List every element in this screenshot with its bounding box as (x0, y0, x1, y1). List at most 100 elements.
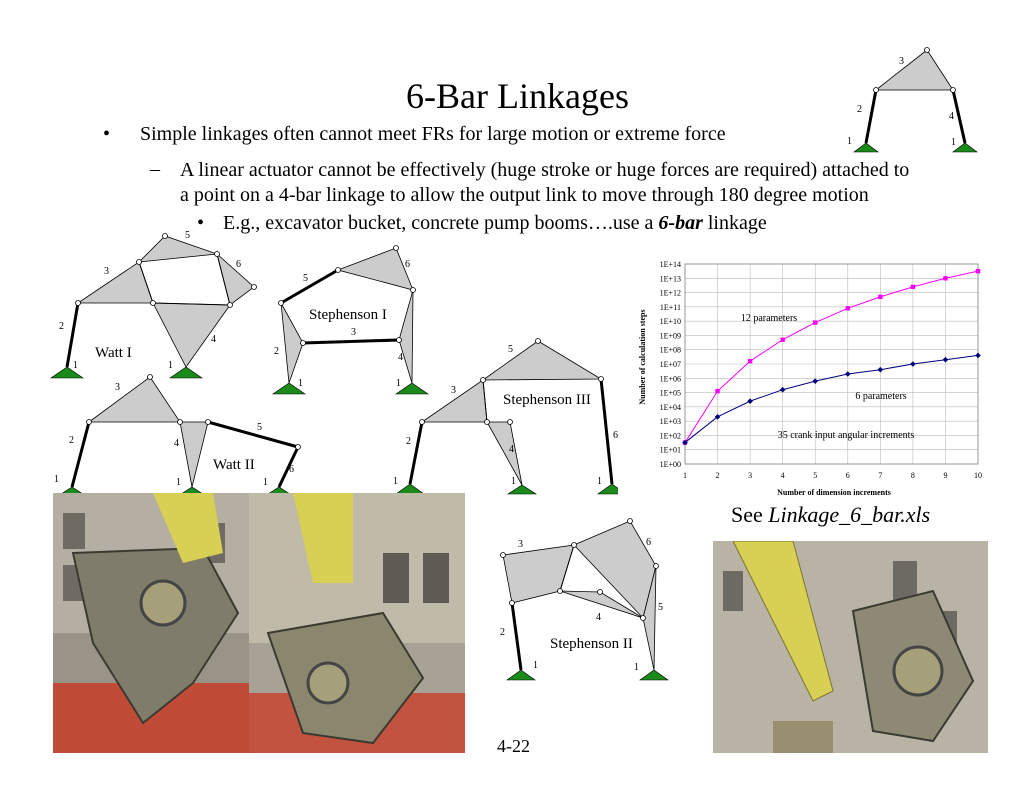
ground-icon (395, 382, 429, 395)
series-label-12: 12 parameters (741, 313, 797, 324)
link-number: 6 (405, 259, 410, 270)
data-point (779, 386, 786, 393)
link-6-triangle (336, 247, 414, 291)
link-number: 1 (298, 378, 303, 389)
data-point (845, 306, 850, 311)
x-tick-label: 1 (683, 471, 687, 480)
link-3-triangle (76, 261, 154, 304)
link-number: 1 (73, 360, 78, 371)
y-tick-label: 1E+03 (660, 417, 681, 426)
stephenson-3-caption: Stephenson III (503, 392, 591, 408)
link-2-triangle (280, 302, 304, 384)
data-point (910, 284, 916, 290)
link-4-triangle (152, 302, 231, 368)
link-number: 1 (597, 476, 602, 487)
link-4-triangle (398, 289, 414, 384)
link-number: 5 (508, 344, 513, 355)
y-tick-label: 1E+01 (660, 446, 681, 455)
link-5-triangle (642, 565, 657, 671)
link-number: 2 (857, 104, 862, 115)
bullet-1: • Simple linkages often cannot meet FRs … (103, 123, 726, 146)
y-tick-label: 1E+02 (660, 431, 681, 440)
link-number: 4 (398, 352, 403, 363)
y-tick-label: 1E+10 (660, 317, 681, 326)
link-number: 1 (396, 378, 401, 389)
data-point (877, 366, 884, 373)
data-point (942, 356, 949, 363)
bullet-3-emphasis: 6-bar (658, 212, 703, 234)
chart-background (618, 252, 992, 498)
data-point (844, 371, 851, 377)
ground-icon (506, 669, 536, 681)
x-tick-label: 7 (878, 471, 882, 480)
x-tick-label: 4 (781, 471, 785, 480)
bullet-2-line2: a point on a 4-bar linkage to allow the … (180, 184, 869, 206)
link-number: 6 (289, 464, 294, 475)
bullet-marker: • (103, 123, 111, 145)
y-tick-label: 1E+04 (660, 403, 681, 412)
series-label-6: 6 parameters (855, 391, 906, 402)
link-4-triangle (179, 421, 209, 488)
ground-icon (50, 366, 84, 379)
data-point (813, 320, 818, 325)
x-tick-label: 9 (943, 471, 947, 480)
data-point (812, 378, 819, 384)
dash-marker: – (150, 158, 160, 180)
link-number: 5 (185, 230, 190, 241)
ground-icon (169, 366, 203, 379)
bullet-3-text: E.g., excavator bucket, concrete pump bo… (223, 212, 767, 235)
link-number: 5 (658, 602, 663, 613)
y-tick-label: 1E+05 (660, 389, 681, 398)
link-number: 5 (257, 422, 262, 433)
link-number: 1 (511, 476, 516, 487)
link-5-triangle (481, 340, 603, 381)
watt-1-caption: Watt I (95, 345, 132, 361)
calc-steps-chart: 1E+001E+011E+021E+031E+041E+051E+061E+07… (618, 252, 992, 498)
link-number: 1 (533, 660, 538, 671)
link-number: 6 (236, 259, 241, 270)
bullet-3: • E.g., excavator bucket, concrete pump … (197, 212, 767, 235)
y-tick-label: 1E+06 (660, 374, 681, 383)
link-number: 6 (646, 537, 651, 548)
link-number: 2 (274, 346, 279, 357)
x-tick-label: 8 (911, 471, 915, 480)
chart-series (682, 268, 981, 446)
bullet-3-suffix: linkage (702, 212, 767, 234)
stephenson-2-caption: Stephenson II (550, 636, 633, 652)
link-number: 1 (634, 662, 639, 673)
excavator-bucket-photos (53, 493, 465, 753)
data-point (780, 337, 785, 342)
excavator-bucket-photo (713, 541, 988, 753)
link-number: 2 (406, 436, 411, 447)
watt-2-caption: Watt II (213, 457, 255, 473)
x-tick-label: 5 (813, 471, 817, 480)
x-tick-label: 10 (974, 471, 982, 480)
x-tick-label: 2 (716, 471, 720, 480)
link-number: 2 (69, 435, 74, 446)
link-number: 2 (500, 627, 505, 638)
data-point (878, 294, 883, 300)
ground-icon (272, 382, 306, 395)
link-number: 2 (59, 321, 64, 332)
y-tick-label: 1E+11 (660, 303, 681, 312)
plot-area (684, 263, 979, 465)
y-tick-label: 1E+09 (660, 331, 681, 340)
link-number: 1 (168, 360, 173, 371)
bullet-2-text: A linear actuator cannot be effectively … (180, 158, 909, 208)
spreadsheet-filename: Linkage_6_bar.xls (768, 502, 931, 527)
data-point (747, 398, 753, 404)
link-number: 3 (104, 266, 109, 277)
data-point (747, 358, 753, 364)
y-tick-label: 1E+14 (660, 260, 681, 269)
series-line (684, 354, 979, 443)
link-3-quad (502, 544, 575, 604)
chart-ylabel: Number of calculation steps (638, 309, 647, 404)
bullet-2: – A linear actuator cannot be effectivel… (150, 158, 909, 206)
ground-icon (506, 484, 538, 495)
link-number: 4 (174, 438, 179, 449)
link-number: 1 (263, 477, 268, 488)
link-number: 4 (509, 444, 514, 455)
stephenson-1-caption: Stephenson I (309, 307, 387, 323)
link-number: 1 (951, 137, 956, 148)
